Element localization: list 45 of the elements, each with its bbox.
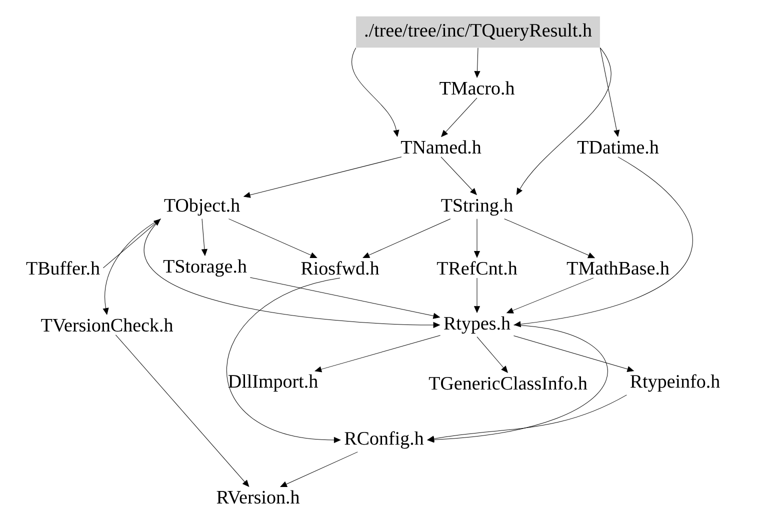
arrow [250, 277, 440, 319]
arrow [244, 156, 402, 198]
arrow [362, 218, 451, 258]
file-label: TMathBase.h [566, 261, 670, 275]
arrow [516, 48, 612, 195]
arrow [280, 452, 358, 488]
arrow [474, 278, 480, 313]
file-label: TMacro.h [440, 81, 514, 95]
file-label: TBuffer.h [26, 261, 100, 275]
arrow [226, 278, 341, 443]
file-label: TString.h [441, 198, 513, 216]
file-label: TDatime.h [577, 140, 659, 154]
arrow [314, 335, 441, 372]
arrow [474, 218, 480, 258]
file-label: TObject.h [164, 198, 240, 216]
arrow [102, 218, 160, 268]
file-label: Rtypes.h [444, 316, 510, 334]
file-label: TNamed.h [401, 140, 482, 154]
arrow [102, 218, 161, 315]
arrow [514, 156, 693, 328]
arrow [228, 218, 317, 258]
arrow [600, 48, 620, 137]
arrow [504, 218, 595, 258]
arrow [506, 278, 594, 314]
arrow [513, 335, 634, 372]
arrow [441, 98, 478, 137]
arrow [427, 324, 608, 443]
file-label: TStorage.h [163, 259, 247, 277]
file-label: TVersionCheck.h [41, 318, 173, 332]
arrow [440, 156, 477, 195]
arrow [115, 334, 250, 487]
arrow [202, 218, 208, 256]
file-box: ./tree/tree/inc/TQueryResult.h [356, 16, 600, 48]
file-label: RConfig.h [344, 431, 424, 449]
file-label: TGenericClassInfo.h [428, 376, 588, 390]
arrow [352, 48, 400, 137]
arrow [476, 336, 508, 373]
file-label: RVersion.h [216, 490, 300, 504]
file-label: DllImport.h [228, 374, 318, 392]
file-label: Riosfwd.h [301, 261, 380, 275]
arrow [474, 48, 480, 78]
arrow [144, 218, 440, 328]
file-label: Rtypeinfo.h [630, 374, 720, 392]
file-label: TRefCnt.h [436, 261, 518, 275]
arrow [427, 394, 627, 442]
